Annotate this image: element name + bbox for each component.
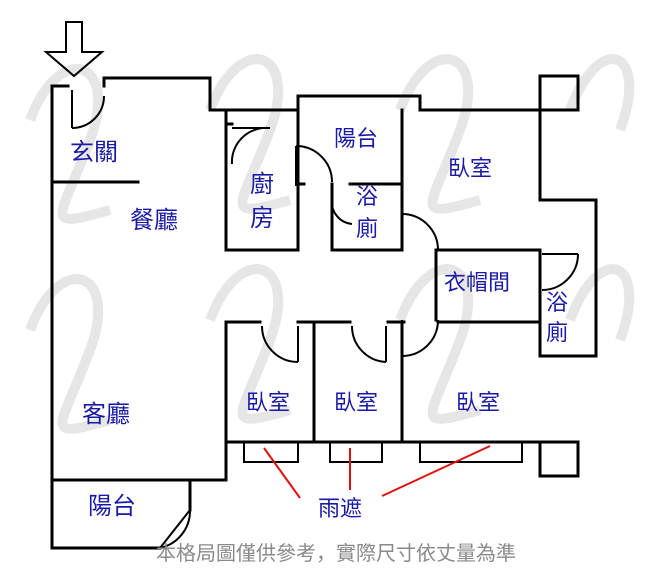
room-label-balcony-top: 陽台 (334, 127, 378, 152)
room-label-bath-left-1: 浴 (356, 185, 378, 210)
room-label-bath-left-2: 廁 (356, 217, 378, 242)
room-label-bedroom-2: 臥室 (334, 391, 378, 416)
room-label-balcony-bottom: 陽台 (88, 492, 136, 520)
room-label-dining: 餐廳 (130, 206, 178, 234)
room-label-entrance: 玄關 (70, 138, 118, 166)
room-label-bedroom-main: 臥室 (448, 157, 492, 182)
walls (50, 74, 598, 550)
room-label-bedroom-3: 臥室 (456, 391, 500, 416)
rain-shelter-label: 雨遮 (318, 497, 362, 522)
room-label-bath-right-1: 浴 (546, 291, 568, 316)
room-label-bedroom-1: 臥室 (246, 391, 290, 416)
disclaimer-text: 本格局圖僅供參考，實際尺寸依丈量為準 (156, 541, 516, 565)
room-label-kitchen-1: 廚 (250, 170, 274, 198)
watermark (25, 54, 635, 434)
entrance-arrow-icon (43, 21, 105, 78)
rain-shelter-leaders (263, 445, 491, 499)
room-label-closet: 衣帽間 (444, 271, 510, 296)
room-label-kitchen-2: 房 (250, 204, 274, 232)
room-label-living: 客廳 (82, 400, 130, 428)
room-label-bath-right-2: 廁 (546, 321, 568, 346)
doors (71, 90, 579, 549)
